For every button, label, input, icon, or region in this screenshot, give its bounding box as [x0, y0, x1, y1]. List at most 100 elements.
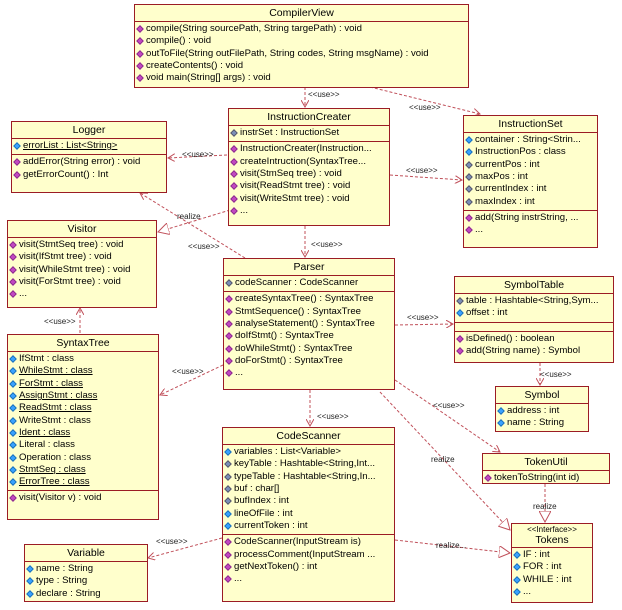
public-attribute-icon — [224, 522, 232, 530]
operation: doIfStmt() : SyntaxTree — [225, 330, 392, 342]
public-operation-icon — [9, 241, 17, 249]
attribute: currentIndex : int — [465, 183, 595, 195]
attribute: maxIndex : int — [465, 195, 595, 207]
attribute: offset : int — [456, 307, 611, 319]
class-variable[interactable]: Variable name : String type : String dec… — [24, 544, 148, 602]
class-visitor[interactable]: Visitor visit(StmtSeq tree) : void visit… — [7, 220, 157, 308]
private-attribute-icon — [456, 297, 464, 305]
edge-label-realize: realize... — [436, 541, 467, 550]
edge-label-use: <<use>> — [188, 242, 220, 251]
attribute: Ident : class — [9, 427, 156, 439]
attributes-section: container : String<Strin... InstructionP… — [464, 133, 597, 211]
attributes-section: name : String type : String declare : St… — [25, 562, 147, 601]
public-attribute-icon — [513, 551, 521, 559]
public-operation-icon — [13, 170, 21, 179]
public-operation-icon — [456, 347, 464, 355]
public-operation-icon — [230, 157, 238, 166]
public-operation-icon — [136, 62, 144, 70]
spacer — [455, 323, 613, 331]
class-tokenutil[interactable]: TokenUtil tokenToString(int id) — [482, 453, 610, 484]
public-operation-icon — [9, 494, 17, 503]
attribute: ... — [513, 586, 590, 598]
class-compilerview[interactable]: CompilerView compile(String sourcePath, … — [134, 4, 469, 88]
attributes-section: variables : List<Variable> keyTable : Ha… — [223, 445, 394, 536]
stereotype-label: <<Interface>> — [527, 525, 577, 534]
attribute: address : int — [497, 405, 586, 417]
class-instructionset[interactable]: InstructionSet container : String<Strin.… — [463, 115, 598, 248]
operation: outToFile(String outFilePath, String cod… — [136, 48, 466, 60]
public-operation-icon — [484, 474, 492, 482]
public-operation-icon — [136, 25, 144, 33]
class-symboltable[interactable]: SymbolTable table : Hashtable<String,Sym… — [454, 276, 614, 363]
operation: visit(WriteStmt tree) : void — [230, 192, 387, 204]
attribute: FOR : int — [513, 561, 590, 573]
class-symbol[interactable]: Symbol address : int name : String — [495, 386, 589, 432]
attribute: variables : List<Variable> — [224, 446, 392, 458]
public-operation-icon — [230, 207, 238, 215]
class-name: Parser — [224, 259, 394, 276]
operation: visit(ForStmt tree) : void — [9, 276, 154, 288]
operations-section: CodeScanner(InputStream is) processComme… — [223, 535, 394, 587]
operation: visit(IfStmt tree) : void — [9, 251, 154, 263]
edge-label-use: <<use>> — [409, 103, 441, 112]
operation: CodeScanner(InputStream is) — [224, 536, 392, 548]
attribute: IF : int — [513, 549, 590, 561]
attribute: currentPos : int — [465, 159, 595, 171]
operation: add(String name) : Symbol — [456, 345, 611, 357]
public-operation-icon — [9, 278, 17, 286]
attribute: typeTable : Hashtable<String,In... — [224, 471, 392, 483]
public-attribute-icon — [497, 419, 505, 428]
edge-label-realize: realize — [177, 212, 201, 221]
class-logger[interactable]: Logger errorList : List<String> addError… — [11, 121, 167, 193]
class-name: InstructionCreater — [229, 109, 389, 126]
class-codescanner[interactable]: CodeScanner variables : List<Variable> k… — [222, 427, 395, 602]
attributes-section: table : Hashtable<String,Sym... offset :… — [455, 294, 613, 323]
edge-label-use: <<use>> — [172, 367, 204, 376]
attribute: Operation : class — [9, 451, 156, 463]
attribute: Literal : class — [9, 439, 156, 451]
public-attribute-icon — [9, 404, 17, 413]
class-parser[interactable]: Parser codeScanner : CodeScanner createS… — [223, 258, 395, 390]
operation: compile() : void — [136, 35, 466, 47]
operation: visit(WhileStmt tree) : void — [9, 264, 154, 276]
operation: visit(StmtSeq tree) : void — [9, 239, 154, 251]
operations-section: visit(Visitor v) : void — [8, 491, 158, 506]
public-operation-icon — [230, 170, 238, 178]
operation: compile(String sourcePath, String targeP… — [136, 23, 466, 35]
operations-section: isDefined() : boolean add(String name) :… — [455, 330, 613, 360]
class-tokens[interactable]: <<Interface>> Tokens IF : int FOR : int … — [511, 523, 593, 603]
attributes-section: codeScanner : CodeScanner — [224, 276, 394, 293]
class-name: CodeScanner — [223, 428, 394, 445]
class-instructioncreater[interactable]: InstructionCreater instrSet : Instructio… — [228, 108, 390, 226]
class-name: Variable — [25, 545, 147, 562]
public-attribute-icon — [9, 367, 17, 376]
attribute: table : Hashtable<String,Sym... — [456, 295, 611, 307]
public-operation-icon — [465, 214, 473, 222]
attributes-section: instrSet : InstructionSet — [229, 126, 389, 143]
class-name: InstructionSet — [464, 116, 597, 133]
attributes-section: address : int name : String — [496, 404, 588, 431]
class-name: Tokens — [535, 534, 569, 546]
public-attribute-icon — [9, 379, 17, 388]
operation: addError(String error) : void — [13, 156, 164, 168]
public-attribute-icon — [9, 429, 17, 437]
edge-label-use: <<use>> — [407, 313, 439, 322]
edge-label-realize: realize — [431, 455, 455, 464]
edge-label-realize: realize — [533, 502, 557, 511]
operations-section: tokenToString(int id) — [483, 471, 609, 483]
attribute: WHILE : int — [513, 574, 590, 586]
public-attribute-icon — [497, 407, 505, 415]
class-syntaxtree[interactable]: SyntaxTree IfStmt : class WhileStmt : cl… — [7, 334, 159, 520]
edge-label-use: <<use>> — [540, 370, 572, 379]
public-attribute-icon — [224, 509, 232, 518]
public-attribute-icon — [26, 565, 34, 573]
edge-parser-tokenutil — [394, 379, 500, 452]
operations-section: visit(StmtSeq tree) : void visit(IfStmt … — [8, 238, 156, 302]
private-attribute-icon — [224, 472, 232, 481]
edge-label-use: <<use>> — [311, 240, 343, 249]
attribute: StmtSeq : class — [9, 464, 156, 476]
public-operation-icon — [224, 562, 232, 571]
attributes-section: errorList : List<String> — [12, 139, 166, 156]
public-operation-icon — [230, 145, 238, 154]
public-attribute-icon — [9, 441, 17, 450]
